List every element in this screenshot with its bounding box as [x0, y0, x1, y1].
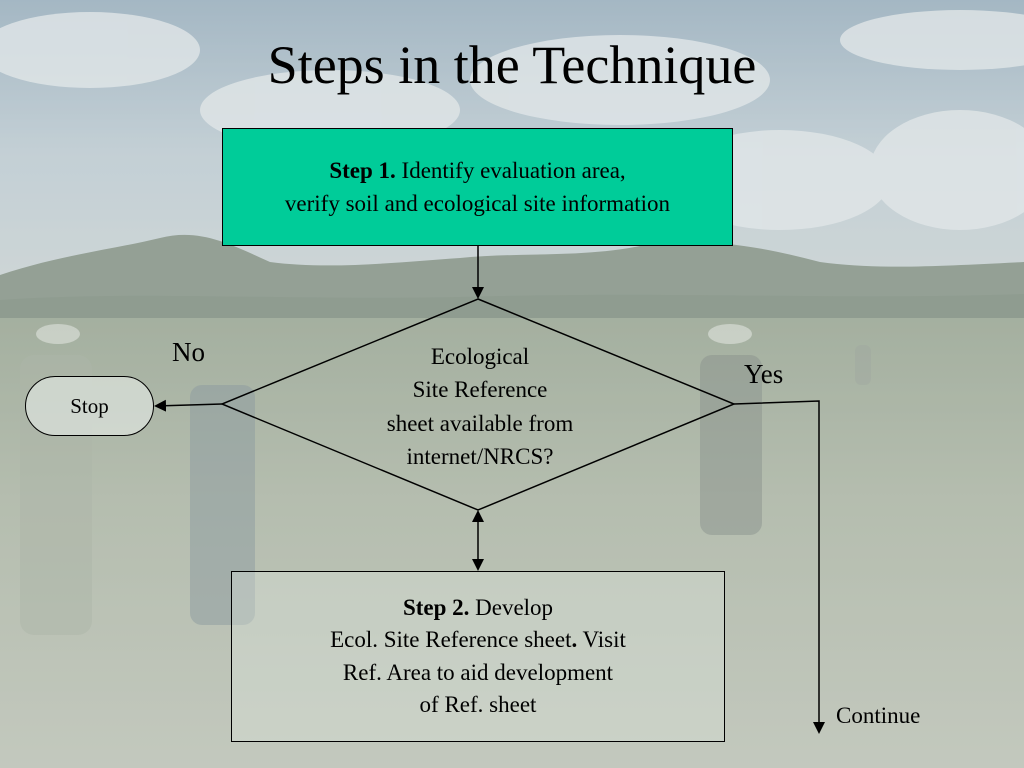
step1-line1: Step 1. Identify evaluation area,: [329, 154, 625, 187]
decision-line: Site Reference: [412, 377, 548, 403]
step1-text: Identify evaluation area,: [401, 157, 626, 183]
step2-label: Step 2.: [402, 595, 470, 621]
decision-line: sheet available from: [386, 410, 574, 436]
arrow-yes-to-continue: [733, 400, 825, 734]
continue-label: Continue: [836, 703, 921, 728]
step2-line1: Step 2. Develop: [403, 592, 553, 624]
step1-line2: verify soil and ecological site informat…: [284, 191, 671, 216]
decision-line: Ecological: [430, 344, 530, 369]
decision-line: internet/NRCS?: [406, 444, 554, 470]
arrow-decision-to-stop: [154, 399, 223, 412]
step2-box: Step 2. Develop Ecol. Site Reference she…: [231, 571, 725, 742]
grassland: [0, 318, 1024, 768]
stop-terminator: Stop: [25, 376, 154, 436]
no-label: No: [172, 337, 205, 367]
step2-line3: Ref. Area to aid development: [342, 659, 614, 685]
step2-period: .: [571, 627, 578, 653]
step2-text: Develop: [475, 595, 554, 621]
step2-line4: of Ref. sheet: [419, 691, 537, 717]
step2-text-c: Visit: [577, 627, 626, 653]
step2-text-a: Ecol. Site Reference sheet: [330, 627, 572, 653]
step1-box: Step 1. Identify evaluation area, verify…: [222, 128, 733, 246]
yes-label: Yes: [744, 359, 784, 389]
step1-label: Step 1.: [329, 157, 396, 183]
stop-label: Stop: [70, 393, 109, 418]
decision-text: Ecological Site Reference sheet availabl…: [330, 340, 630, 473]
step2-line2: Ecol. Site Reference sheet. Visit: [330, 624, 626, 656]
page-title: Steps in the Technique: [267, 35, 757, 95]
